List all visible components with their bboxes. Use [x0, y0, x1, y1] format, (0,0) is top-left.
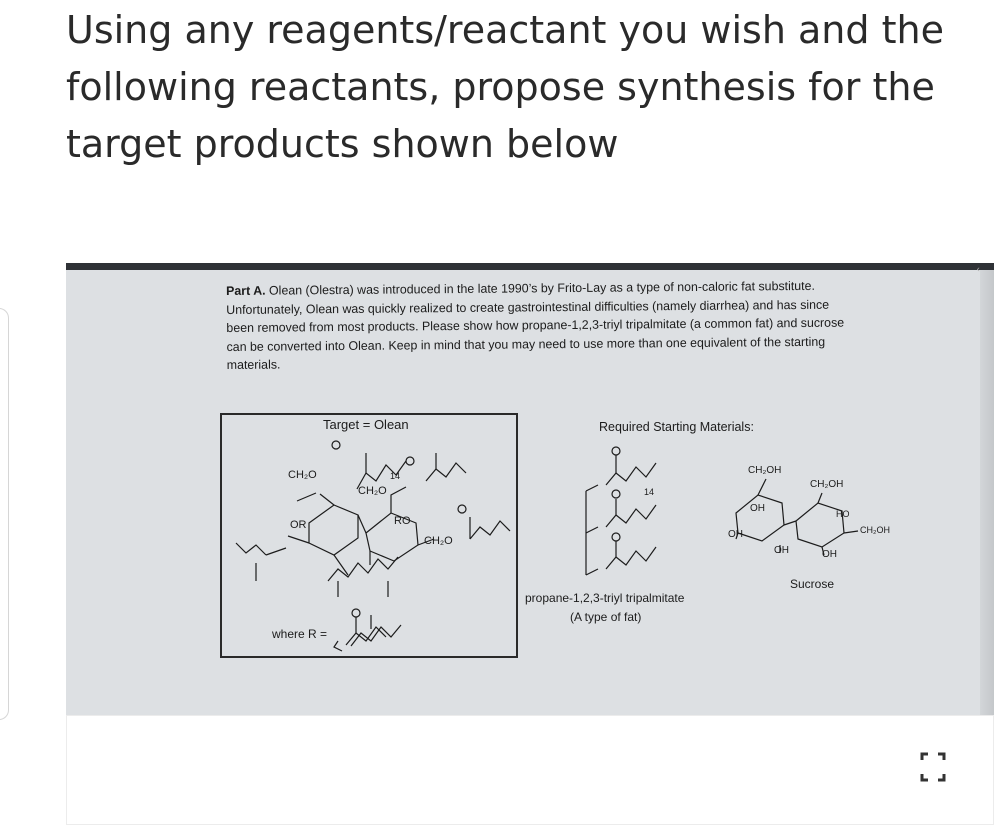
olean-ch2o-1: CH₂O	[288, 469, 317, 481]
expand-button[interactable]	[920, 752, 946, 782]
structures-drawing	[235, 440, 859, 652]
olean-ch2o-2: CH₂O	[358, 485, 387, 497]
olean-where-r: where R =	[272, 627, 328, 641]
r-group-structure	[333, 608, 387, 652]
sucrose-oh-4: OH	[822, 549, 837, 560]
question-text: Using any reagents/reactant you wish and…	[66, 8, 944, 166]
answer-area	[66, 715, 994, 825]
olean-chain-14: 14	[390, 471, 401, 481]
sucrose-ch2oh-3: CH₂OH	[860, 525, 890, 535]
sucrose-oh-2: OH	[728, 529, 743, 540]
sucrose-ch2oh-2: CH₂OH	[810, 479, 844, 490]
olean-or: OR	[290, 519, 307, 531]
target-title: Target = Olean	[323, 417, 409, 432]
expand-icon	[920, 752, 946, 782]
side-panel-edge	[0, 308, 9, 720]
image-shadow	[980, 270, 994, 715]
tripalmitate-name: propane-1,2,3-triyl tripalmitate	[525, 591, 685, 605]
sucrose-ch2oh-1: CH₂OH	[748, 465, 782, 476]
question-image: Part A. Olean (Olestra) was introduced i…	[66, 263, 994, 715]
sucrose-oh-1: OH	[750, 503, 765, 514]
olean-ro: RO	[394, 515, 411, 527]
tripalmitate-structure	[585, 446, 657, 576]
sucrose-name: Sucrose	[790, 577, 835, 591]
image-top-edge	[66, 263, 994, 270]
sucrose-structure	[735, 478, 859, 556]
sucrose-oh-3: OH	[774, 545, 789, 556]
tripalmitate-chain-14: 14	[644, 487, 655, 497]
required-title: Required Starting Materials:	[599, 420, 754, 434]
olean-structure	[235, 440, 511, 647]
image-corner-mark: ‹	[976, 265, 980, 275]
tripalmitate-desc: (A type of fat)	[570, 610, 642, 624]
olean-ch2o-3: CH₂O	[424, 535, 453, 547]
target-box	[220, 413, 518, 658]
sucrose-ho: HO	[836, 509, 850, 519]
